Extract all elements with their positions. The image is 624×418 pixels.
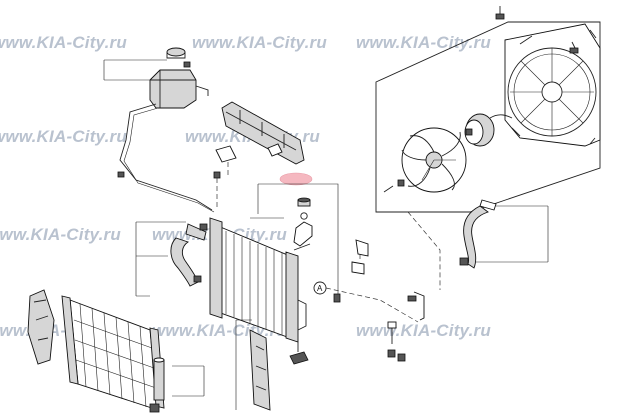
- drain-cock: [387, 321, 397, 344]
- mounting-bracket: [355, 239, 369, 257]
- callout-a: A: [313, 281, 419, 323]
- fastener-icon: [397, 353, 406, 362]
- grommet-icon: [213, 171, 221, 179]
- watermark-text: www.KIA-City.ru: [0, 33, 127, 52]
- reservoir-clip-icon: [183, 61, 191, 68]
- upper-air-guide: [221, 101, 305, 165]
- watermark-text: www.KIA-City.ru: [356, 321, 491, 340]
- condenser: [61, 295, 165, 411]
- mounting-bracket: [215, 145, 237, 163]
- drain-plug: [407, 291, 425, 321]
- fastener-icon: [387, 349, 396, 358]
- overflow-hose: [119, 103, 213, 211]
- condenser-receiver-drier: [153, 357, 165, 401]
- lower-mount-insulator: [289, 342, 309, 365]
- screw-icon: [333, 293, 341, 303]
- watermark-text: www.KIA-City.ru: [0, 127, 127, 146]
- cap-seal-icon: [300, 212, 308, 220]
- hose-clamp-icon: [117, 171, 125, 178]
- watermark-text: www.KIA-City.ru: [192, 33, 327, 52]
- grommet-icon: [149, 403, 160, 413]
- leader-bracket: [135, 221, 186, 297]
- fan-blade: [401, 127, 467, 193]
- mounting-bracket: [267, 143, 283, 157]
- hose-clamp-icon: [459, 257, 469, 266]
- fan-shroud: [504, 23, 601, 147]
- mounting-bracket: [351, 261, 365, 275]
- radiator: [209, 217, 311, 343]
- watermark-text: www.KIA-City.ru: [356, 33, 491, 52]
- coolant-reservoir: [149, 69, 209, 109]
- lower-radiator-hose: [463, 199, 497, 269]
- leader-bracket: [172, 365, 205, 397]
- reservoir-cap: [166, 47, 186, 59]
- hose-clamp-icon: [193, 275, 202, 283]
- overflow-hose: [123, 107, 215, 213]
- leader-line: [407, 211, 441, 290]
- watermark-text: www.KIA-City.ru: [0, 225, 121, 244]
- highlight-marker: [279, 172, 313, 186]
- fan-nut-icon: [383, 179, 405, 193]
- radiator-cap: [297, 197, 311, 207]
- side-air-guard: [27, 289, 55, 365]
- filler-neck: [293, 221, 313, 247]
- fan-assembly-inset-frame: [375, 21, 601, 213]
- hose-clamp-icon: [199, 223, 208, 231]
- leader-bracket: [103, 59, 167, 81]
- leader-bracket: [250, 183, 339, 296]
- lower-air-guard: [249, 329, 271, 411]
- screw-icon: [495, 6, 505, 20]
- callout-letter: A: [317, 284, 323, 293]
- leader-bracket: [235, 319, 252, 410]
- leader-bracket: [476, 205, 549, 263]
- screw-icon: [569, 41, 579, 54]
- fan-motor: [464, 113, 513, 147]
